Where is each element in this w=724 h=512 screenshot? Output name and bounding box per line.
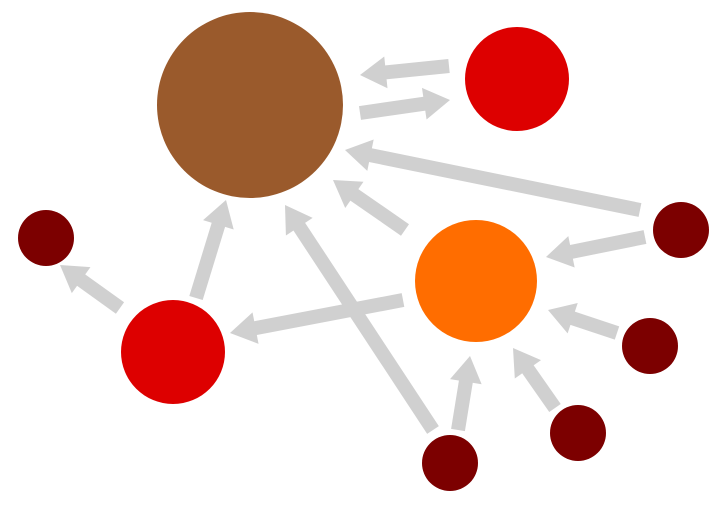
arrow-head [230, 312, 259, 344]
arrow-shaft [568, 230, 647, 260]
edge-red-left-to-leaf-far-left [60, 265, 125, 314]
arrow-head [60, 265, 91, 294]
arrow-shaft [521, 363, 561, 413]
node-leaf-bottom [422, 435, 478, 491]
node-hub [157, 12, 343, 198]
arrow-head [360, 56, 388, 89]
edge-red-top-right-to-hub [360, 56, 450, 89]
arrow-head [513, 348, 542, 379]
arrow-head [333, 180, 364, 208]
arrow-head [345, 139, 374, 171]
edge-orange-center-to-red-left [230, 293, 405, 344]
edge-leaf-bottom-to-hub [285, 205, 439, 434]
edge-leaf-bottom-right-to-orange-center [513, 348, 561, 413]
node-leaf-right [653, 202, 709, 258]
edge-layer [60, 56, 647, 434]
edge-orange-center-to-hub [333, 180, 409, 236]
node-red-top-right [465, 27, 569, 131]
node-layer [18, 12, 709, 491]
edge-red-left-to-hub [189, 200, 234, 301]
arrow-shaft [292, 221, 439, 434]
node-orange-center [415, 220, 537, 342]
arrow-shaft [568, 310, 620, 340]
edge-leaf-right-to-orange-center [546, 230, 647, 268]
arrow-head [421, 87, 450, 120]
arrow-shaft [348, 187, 409, 236]
arrow-shaft [383, 59, 450, 80]
edge-leaf-bottom-to-orange-center [450, 356, 482, 432]
node-leaf-lower-right [622, 318, 678, 374]
arrow-shaft [451, 378, 474, 432]
edge-leaf-lower-right-to-orange-center [548, 303, 620, 340]
arrow-shaft [358, 96, 428, 120]
node-leaf-bottom-right [550, 405, 606, 461]
arrow-head [450, 356, 482, 385]
arrow-shaft [189, 220, 226, 301]
arrow-shaft [367, 147, 642, 217]
node-leaf-far-left [18, 210, 74, 266]
arrow-shaft [75, 273, 125, 314]
arrow-head [203, 200, 234, 230]
node-red-left [121, 300, 225, 404]
edge-leaf-right-to-hub [345, 139, 642, 217]
arrow-shaft [252, 293, 405, 336]
arrow-head [548, 303, 578, 334]
arrow-head [285, 205, 313, 236]
arrow-head [546, 236, 575, 268]
edge-hub-to-red-top-right [358, 87, 450, 120]
